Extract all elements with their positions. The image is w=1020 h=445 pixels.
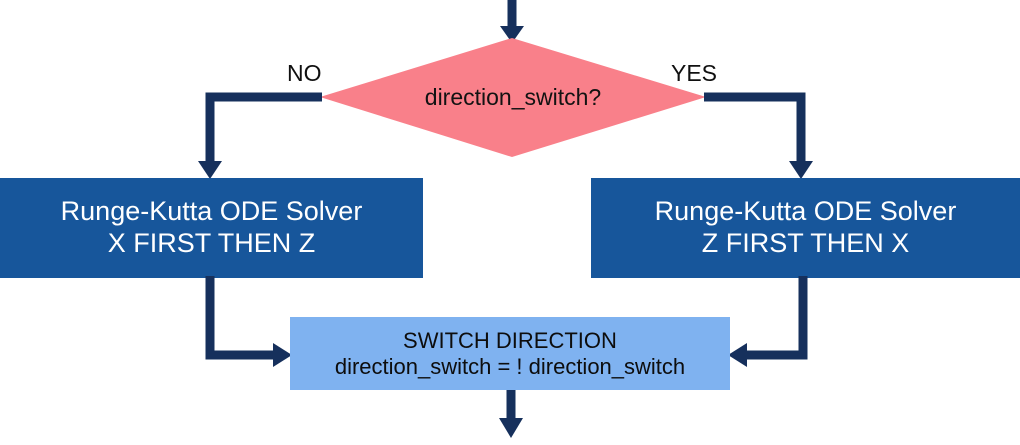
connector-yes-branch [704,92,813,179]
runge-kutta-z-first-shape[interactable] [591,178,1020,278]
inflow-arrow-top [500,0,524,43]
connector-right-to-switch [728,276,808,367]
switch-direction-shape[interactable] [290,317,730,390]
direction-switch-decision-shape[interactable] [320,38,706,157]
connector-left-to-switch [205,276,292,367]
outflow-arrow-bottom [499,390,523,438]
runge-kutta-x-first-shape[interactable] [0,178,423,278]
connector-no-branch [198,92,322,179]
